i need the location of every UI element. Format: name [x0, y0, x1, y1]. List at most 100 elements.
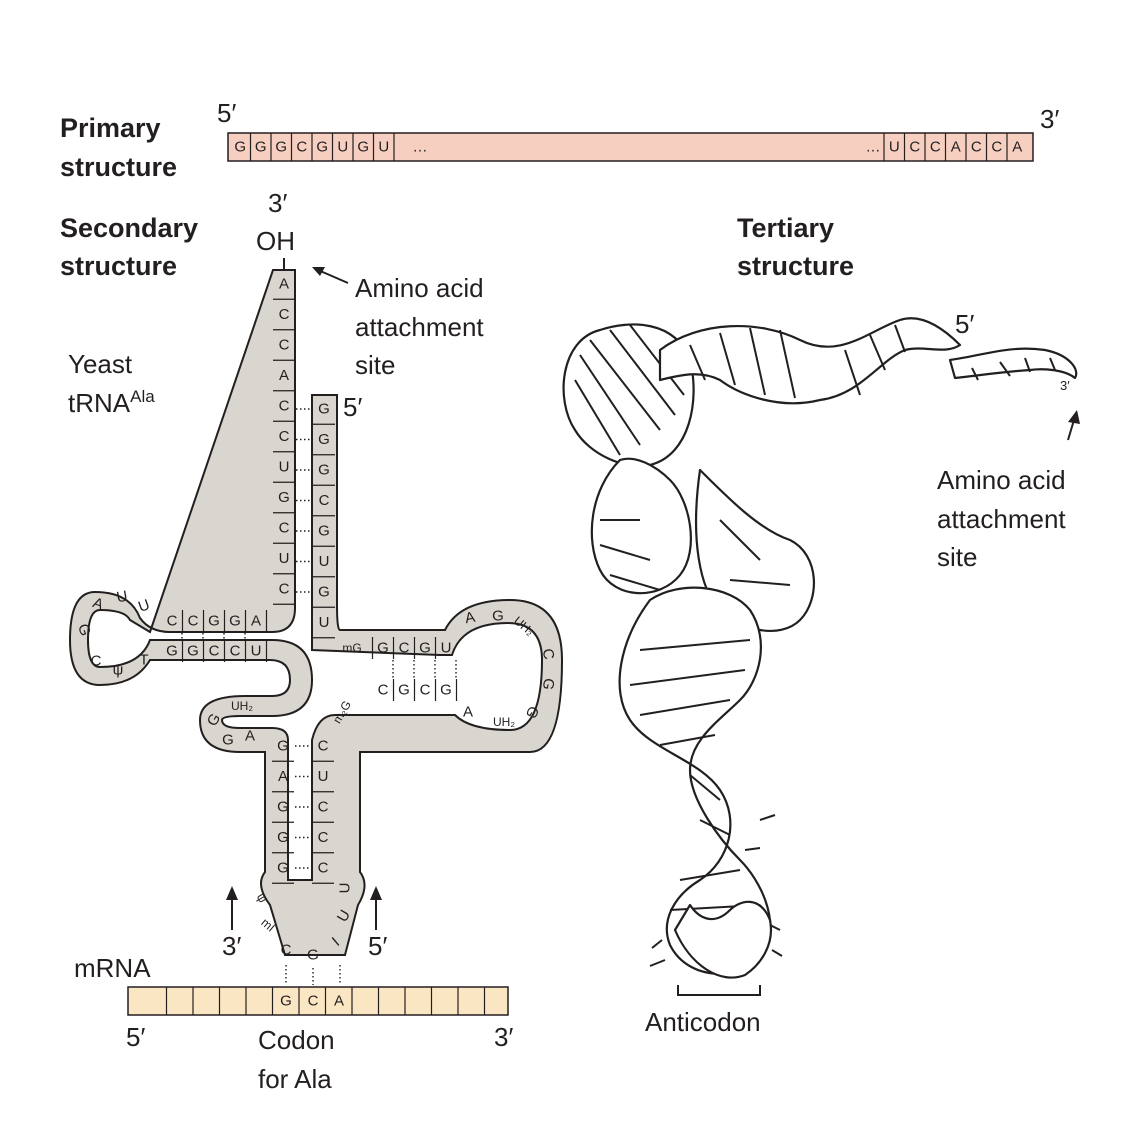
d-loop-base: G: [74, 622, 94, 639]
t-arm-top-base: G: [377, 640, 389, 657]
codon-anticodon-pairs: [285, 965, 341, 985]
acceptor-3-base: G: [278, 489, 290, 506]
t-arm-bottom-base: G: [440, 682, 452, 699]
ribbon-base-stubs: [649, 814, 783, 967]
acceptor-3-base: C: [279, 398, 290, 415]
acceptor-5-base: U: [319, 553, 330, 570]
mrna-label: mRNA: [74, 953, 151, 983]
acceptor-5-base: G: [318, 462, 330, 479]
anticodon-left-base: A: [278, 768, 288, 785]
acceptor-3-base: C: [279, 337, 290, 354]
primary-base: U: [889, 139, 900, 156]
codon-base: C: [308, 993, 319, 1010]
ribbon-middle-right-loop: [695, 468, 816, 632]
primary-base: C: [930, 139, 941, 156]
acceptor-5-base: U: [319, 614, 330, 631]
tert-attachment-arrow-shaft: [1067, 419, 1075, 441]
t-loop-top-base: A: [464, 609, 477, 627]
d-arm-pairs: [181, 633, 246, 640]
anticodon-right-base: C: [318, 799, 329, 816]
attachment-arrow-head: [312, 267, 325, 276]
acceptor-5-base: G: [318, 584, 330, 601]
t-arm-pairs: [392, 660, 457, 678]
ribbon-stem-rungs: [629, 639, 761, 911]
ribbon-upper-left-rungs: [574, 324, 685, 456]
d-arm-top-base: C: [188, 613, 199, 630]
arrow-left-label: 3′: [222, 931, 241, 961]
attachment-arrow-shaft: [317, 269, 349, 284]
acceptor-3-base: C: [279, 520, 290, 537]
sec-attachment-line2: attachment: [355, 312, 484, 342]
ribbon-three-prime-tail: [948, 347, 1078, 380]
primary-title-line2: structure: [60, 152, 177, 182]
primary-base: C: [971, 139, 982, 156]
acceptor-3-base: C: [279, 428, 290, 445]
primary-base: G: [357, 139, 369, 156]
d-loop-base: U: [115, 588, 129, 607]
ribbon-tail-rungs: [971, 357, 1056, 381]
anticodon-right-base: C: [318, 738, 329, 755]
tertiary-ribbon: [562, 317, 1078, 979]
acceptor-five-prime: 5′: [343, 392, 362, 422]
acceptor-3-base: U: [279, 459, 290, 476]
anticodon-left-base: G: [277, 799, 289, 816]
d-arm-top-base: G: [229, 613, 241, 630]
secondary-three-prime: 3′: [268, 188, 287, 218]
d-arm-top-base: G: [208, 613, 220, 630]
primary-three-prime: 3′: [1040, 104, 1059, 134]
secondary-structure: Secondary structure Yeast tRNAAla 3′ OH …: [60, 188, 564, 985]
d-loop-lower-base: A: [245, 728, 255, 745]
t-arm-top-base: mG: [342, 641, 361, 655]
d-loop-lower-base: G: [222, 732, 234, 749]
acceptor-3-base: A: [279, 367, 289, 384]
organism-trna: tRNA: [68, 388, 131, 418]
primary-base: U: [337, 139, 348, 156]
primary-end-ellipsis: …: [866, 139, 881, 156]
d-arm-top-base: A: [251, 613, 261, 630]
tertiary-title-line2: structure: [737, 251, 854, 281]
primary-base: C: [296, 139, 307, 156]
left-arrow-head: [226, 886, 238, 900]
tert-attachment-arrow-head: [1068, 410, 1080, 424]
t-arm-bottom-base: G: [398, 682, 410, 699]
d-loop-bottom-base: ψ: [113, 662, 124, 679]
acceptor-5-base: G: [318, 523, 330, 540]
tert-attachment-line1: Amino acid: [937, 465, 1066, 495]
ribbon-acceptor-helix: [658, 317, 962, 405]
organism-sup: Ala: [130, 387, 155, 406]
tertiary-three-prime: 3′: [1060, 378, 1070, 393]
anticodon-loop-right-base: U: [337, 883, 354, 894]
primary-base: A: [951, 139, 961, 156]
codon-base: A: [334, 993, 344, 1010]
acceptor-3-base: U: [279, 550, 290, 567]
t-arm-bottom-base: C: [420, 682, 431, 699]
anticodon-pairs: [295, 745, 311, 869]
primary-base: G: [275, 139, 287, 156]
anticodon-base: G: [307, 947, 319, 964]
ribbon-middle-rungs: [599, 519, 791, 591]
t-arm-bottom-base: C: [378, 682, 389, 699]
anticodon-left-base: G: [277, 829, 289, 846]
primary-sequence-bar: [227, 132, 1034, 162]
t-loop-top-base: G: [492, 608, 504, 625]
anticodon-left-base: G: [277, 738, 289, 755]
tertiary-title-line1: Tertiary: [737, 213, 834, 243]
mrna-five-prime: 5′: [126, 1022, 145, 1052]
anticodon-left-base: G: [277, 860, 289, 877]
oh-label: OH: [256, 226, 295, 256]
t-arm-top-base: G: [419, 640, 431, 657]
t-loop-top-base: C: [539, 647, 558, 661]
primary-base: C: [909, 139, 920, 156]
codon-base: G: [280, 993, 292, 1010]
secondary-title-line1: Secondary: [60, 213, 198, 243]
anticodon-right-base: C: [318, 829, 329, 846]
